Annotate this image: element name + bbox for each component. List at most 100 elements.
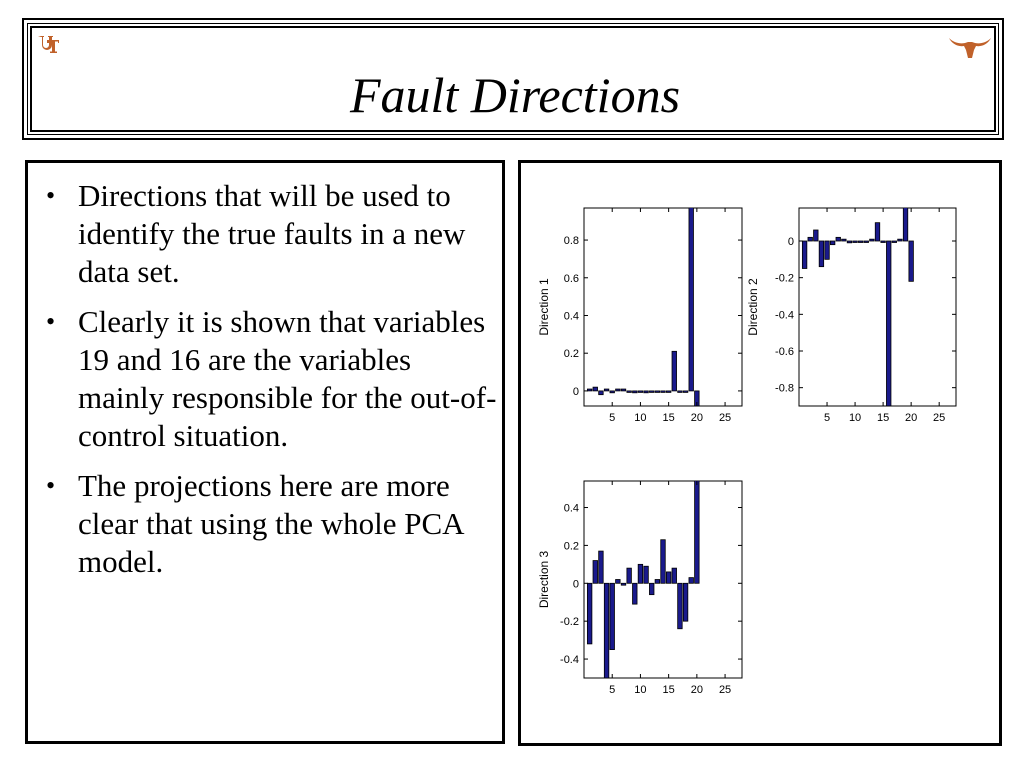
bar-7 (620, 388, 627, 392)
bar-15 (665, 390, 672, 393)
x-tick-label: 10 (849, 412, 861, 424)
bar-8 (626, 390, 632, 393)
bar-9 (632, 582, 638, 605)
x-tick-label: 15 (877, 412, 889, 424)
title-frame-inner (27, 23, 999, 135)
ut-logo-icon (38, 36, 59, 53)
bar-11 (858, 240, 864, 243)
y-tick-label: -0.2 (775, 273, 794, 285)
bar-18 (897, 238, 903, 242)
bar-10 (637, 390, 644, 393)
bar-3 (813, 229, 819, 242)
bar-3 (598, 550, 604, 584)
bullet-text-box: • Directions that will be used to identi… (25, 160, 505, 744)
y-tick-label: -0.6 (775, 346, 794, 358)
title-frame-inner-2 (30, 26, 996, 132)
bar-6 (615, 579, 621, 584)
bar-12 (649, 582, 655, 596)
bar-7 (620, 582, 627, 586)
bar-2 (592, 560, 598, 584)
chart-2: 5 10 15 20 25 0 -0.2 -0.4 -0.6 -0.8 Direction 2 (746, 207, 957, 424)
y-tick-label: -0.8 (775, 383, 794, 395)
bar-7 (835, 236, 841, 242)
bar-6 (615, 388, 621, 392)
bar-group (801, 208, 914, 406)
bar-5 (824, 240, 830, 260)
bar-18 (682, 582, 689, 622)
x-tick-label: 25 (719, 684, 731, 696)
x-tick-label: 15 (663, 412, 675, 424)
bar-group (586, 481, 700, 678)
bar-6 (829, 240, 836, 246)
y-tick-label: 0.8 (564, 235, 579, 247)
bar-2 (592, 386, 598, 392)
y-tick-label: 0.4 (564, 503, 579, 515)
bar-15 (880, 240, 886, 243)
bar-13 (654, 579, 661, 584)
y-axis-label: Direction 3 (537, 550, 551, 608)
bar-4 (818, 240, 825, 268)
bar-16 (671, 567, 677, 584)
bar-1 (586, 388, 593, 392)
bar-4 (603, 388, 610, 392)
bar-12 (863, 240, 869, 243)
y-tick-label: 0.2 (564, 348, 579, 360)
bar-19 (688, 208, 694, 392)
bar-14 (874, 222, 881, 242)
bullet-item-3: • The projections here are more clear th… (28, 467, 498, 581)
bar-group (586, 208, 700, 406)
bullet-item-1: • Directions that will be used to identi… (28, 177, 498, 291)
x-tick-label: 15 (663, 684, 675, 696)
bullet-text-1: Directions that will be used to identify… (78, 178, 466, 289)
bar-9 (632, 390, 638, 394)
bar-8 (841, 238, 847, 242)
x-tick-label: 5 (824, 412, 830, 424)
bar-17 (891, 240, 897, 243)
bar-13 (654, 390, 661, 393)
y-tick-label: 0.4 (564, 310, 579, 322)
bar-19 (688, 577, 694, 584)
bullet-text-2: Clearly it is shown that variables 19 an… (78, 304, 497, 453)
x-tick-label: 5 (609, 684, 615, 696)
bar-2 (807, 236, 813, 242)
bar-3 (598, 390, 604, 396)
y-axis-label: Direction 1 (537, 278, 551, 336)
title-frame: Fault Directions (22, 18, 1004, 140)
bar-11 (643, 390, 649, 394)
bar-1 (586, 582, 593, 645)
bar-14 (660, 390, 666, 393)
bullet-dot: • (46, 471, 56, 500)
x-tick-label: 5 (609, 412, 615, 424)
page-title: Fault Directions (349, 67, 681, 123)
bullet-dot: • (46, 307, 56, 336)
y-tick-label: 0 (573, 386, 579, 398)
y-axis-label: Direction 2 (746, 278, 760, 336)
y-tick-label: 0 (573, 578, 579, 590)
x-tick-label: 20 (905, 412, 917, 424)
bar-1 (801, 240, 808, 269)
y-tick-label: 0 (788, 236, 794, 248)
bar-10 (637, 563, 644, 584)
y-tick-label: -0.4 (560, 654, 579, 666)
bar-19 (902, 208, 909, 242)
plot-frame (583, 207, 743, 407)
bar-20 (694, 481, 700, 584)
bullet-text-3: The projections here are more clear that… (78, 468, 463, 579)
bar-16 (886, 240, 892, 406)
bar-20 (694, 390, 700, 406)
x-tick-label: 20 (691, 412, 703, 424)
bar-4 (603, 582, 610, 678)
bullet-dot: • (46, 181, 56, 210)
bar-9 (846, 240, 853, 244)
longhorn-icon (949, 38, 991, 58)
bar-15 (665, 571, 672, 584)
x-tick-label: 25 (933, 412, 945, 424)
y-tick-label: -0.4 (775, 309, 794, 321)
bar-8 (626, 567, 632, 584)
bar-20 (908, 240, 914, 282)
x-tick-label: 25 (719, 412, 731, 424)
